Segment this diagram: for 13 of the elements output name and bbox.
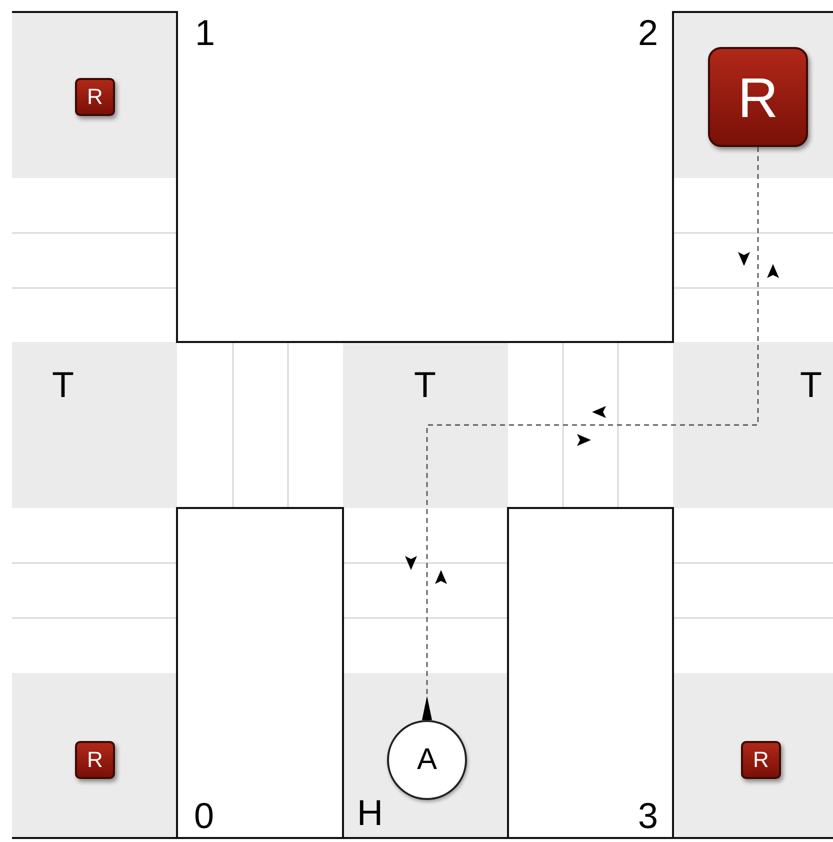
route-path [405,147,779,720]
letter-tile: R [708,47,808,147]
zone-letter: T [800,367,822,403]
corner-number: 2 [638,15,658,51]
corner-number: 1 [195,15,216,51]
letter-tile: R [75,741,115,779]
zone-letter: T [414,367,436,403]
letter-tile: R [741,741,781,779]
corner-number: 0 [194,798,214,834]
zone-letter: T [52,367,74,403]
letter-tile: R [75,78,115,116]
zone-letter: H [357,795,383,831]
corner-number: 3 [638,798,658,834]
